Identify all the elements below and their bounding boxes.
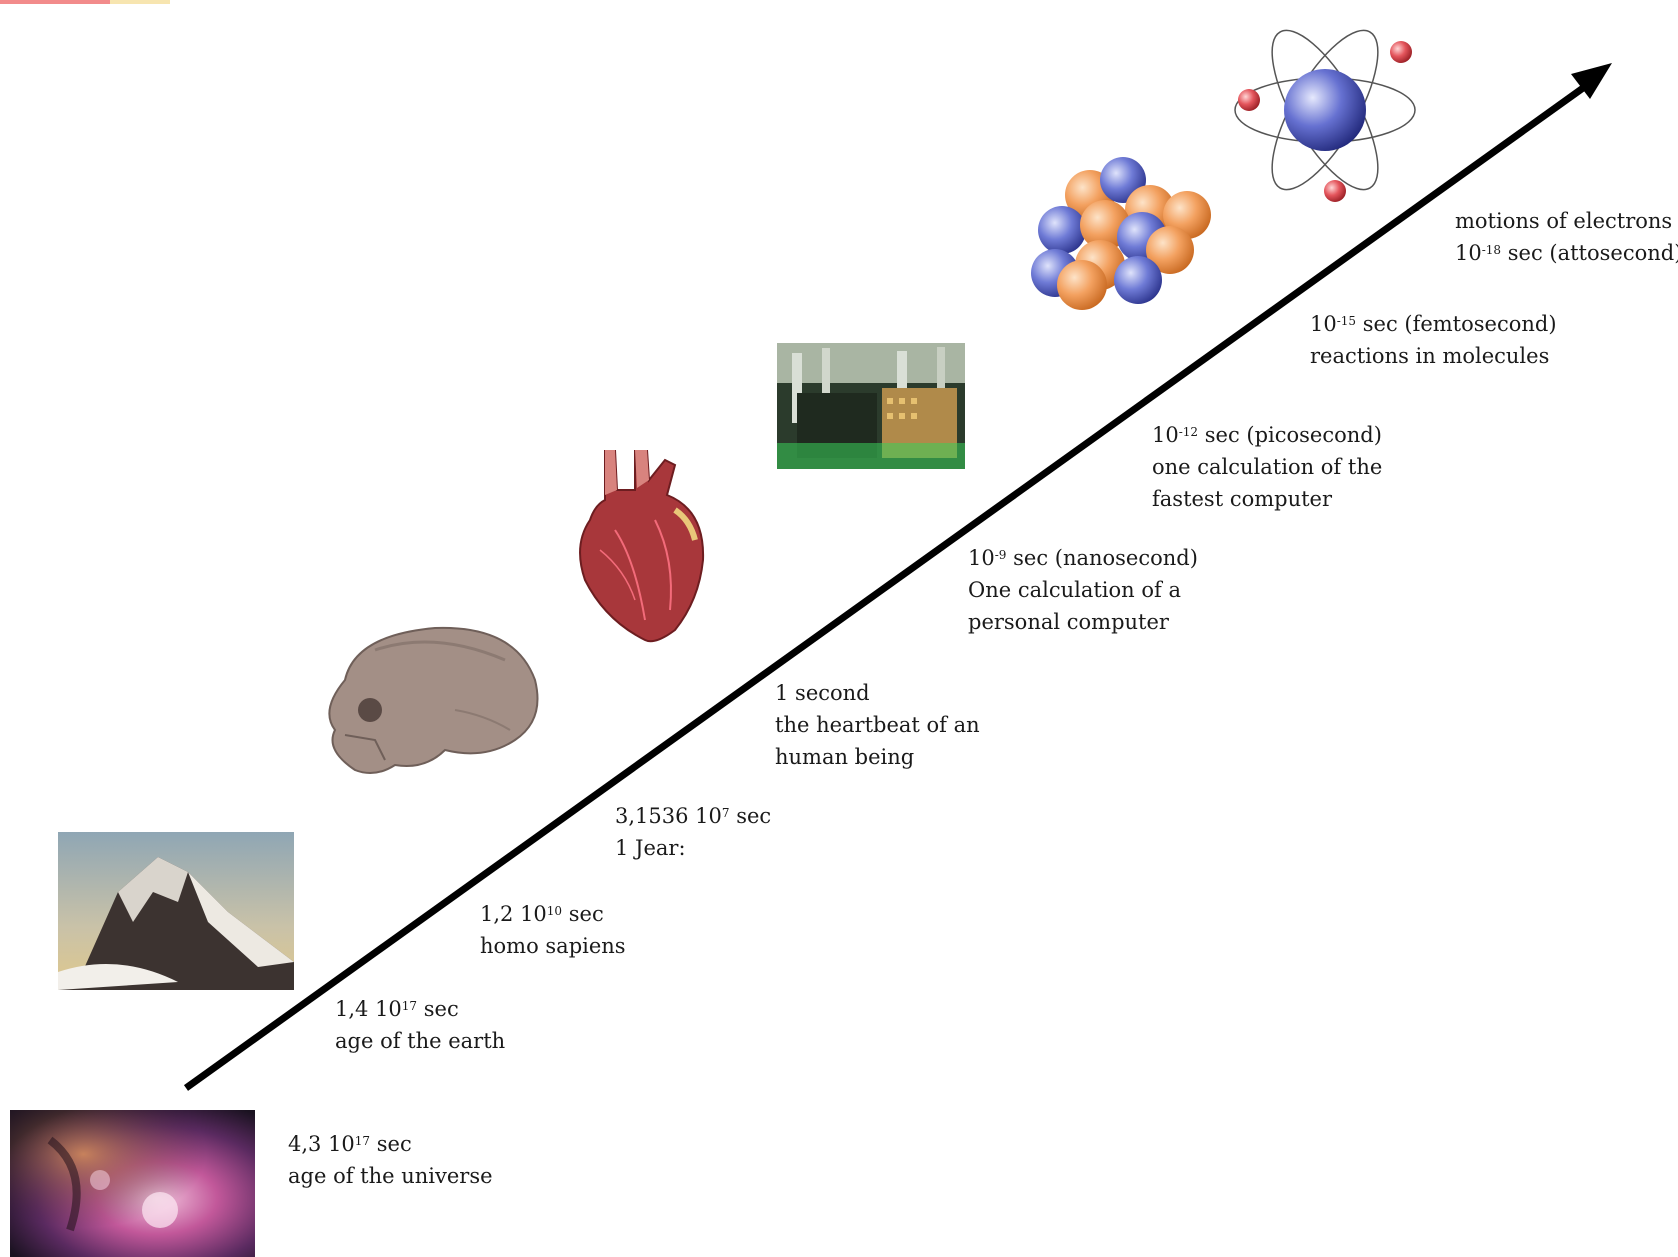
step-value: 10-9 sec (nanosecond)	[968, 542, 1198, 574]
step-description: homo sapiens	[480, 930, 626, 962]
mountain-photo	[58, 832, 294, 990]
step-description: age of the universe	[288, 1160, 493, 1192]
supercomputer-photo	[777, 343, 965, 469]
step-homo-sapiens-label: 1,2 1010 sec homo sapiens	[480, 898, 626, 962]
step-second-label: 1 second the heartbeat of an human being	[775, 677, 980, 773]
step-value: 10-18 sec (attosecond)	[1455, 237, 1678, 269]
step-attosecond-label: motions of electrons 10-18 sec (attoseco…	[1455, 205, 1678, 269]
step-universe-label: 4,3 1017 sec age of the universe	[288, 1128, 493, 1192]
step-femtosecond-label: 10-15 sec (femtosecond) reactions in mol…	[1310, 308, 1557, 372]
step-value: 3,1536 107 sec	[615, 800, 771, 832]
step-value: 1,4 1017 sec	[335, 993, 505, 1025]
step-value: 1,2 1010 sec	[480, 898, 626, 930]
step-description: age of the earth	[335, 1025, 505, 1057]
heart-image	[575, 450, 720, 645]
step-description: one calculation of the	[1152, 451, 1382, 483]
step-year-label: 3,1536 107 sec 1 Jear:	[615, 800, 771, 864]
step-picosecond-label: 10-12 sec (picosecond) one calculation o…	[1152, 419, 1382, 515]
step-value: 1 second	[775, 677, 980, 709]
step-value: 10-12 sec (picosecond)	[1152, 419, 1382, 451]
step-value: 4,3 1017 sec	[288, 1128, 493, 1160]
step-description-2: personal computer	[968, 606, 1198, 638]
atom-icon	[1225, 8, 1425, 208]
step-description-2: human being	[775, 741, 980, 773]
molecule-icon	[1020, 155, 1220, 320]
step-value: 10-15 sec (femtosecond)	[1310, 308, 1557, 340]
step-nanosecond-label: 10-9 sec (nanosecond) One calculation of…	[968, 542, 1198, 638]
arrow-shaft	[186, 83, 1590, 1088]
step-description-2: fastest computer	[1152, 483, 1382, 515]
step-earth-label: 1,4 1017 sec age of the earth	[335, 993, 505, 1057]
step-description: One calculation of a	[968, 574, 1198, 606]
step-description: motions of electrons	[1455, 205, 1678, 237]
skull-image	[315, 620, 550, 778]
nebula-photo	[10, 1110, 255, 1257]
step-description: 1 Jear:	[615, 832, 771, 864]
step-description: reactions in molecules	[1310, 340, 1557, 372]
step-description: the heartbeat of an	[775, 709, 980, 741]
